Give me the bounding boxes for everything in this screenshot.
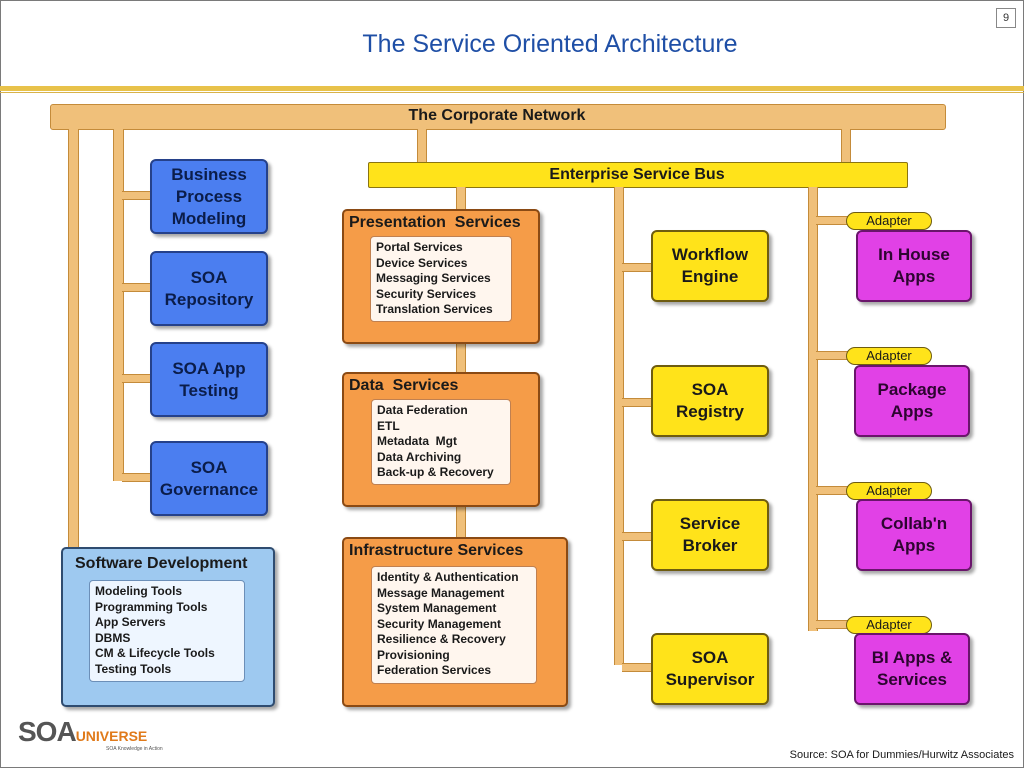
logo-universe-text: UNIVERSE <box>75 728 148 744</box>
infrastructure-item: Resilience & Recovery <box>377 632 506 646</box>
package-apps-label: Package Apps <box>877 380 947 421</box>
soa-repository-label: SOA Repository <box>164 267 254 309</box>
workflow-engine-box: Workflow Engine <box>651 230 769 302</box>
header-rule-thin <box>0 92 1024 93</box>
in-house-apps-box: In House Apps <box>856 230 972 302</box>
branch-testing <box>122 374 152 383</box>
infrastructure-item: System Management <box>377 601 497 615</box>
source-citation: Source: SOA for Dummies/Hurwitz Associat… <box>789 749 1014 761</box>
network-esb-connector-right <box>841 129 851 162</box>
left-trunk-outer <box>68 129 79 549</box>
infrastructure-item: Security Management <box>377 616 502 631</box>
adapter-tag: Adapter <box>846 482 932 500</box>
sw-item: Testing Tools <box>95 661 172 676</box>
data-item: Data Archiving <box>377 449 462 464</box>
business-process-modeling-box: Business Process Modeling <box>150 159 268 234</box>
soa-registry-label: SOA Registry <box>675 380 745 421</box>
infrastructure-item: Federation Services <box>377 663 492 677</box>
infrastructure-services-list: Identity & Authentication Message Manage… <box>371 566 537 684</box>
data-infrastructure-connector <box>456 505 466 537</box>
soa-universe-logo: SOAUNIVERSE SOA Knowledge in Action <box>18 716 163 752</box>
service-broker-box: Service Broker <box>651 499 769 571</box>
data-item: Data Federation <box>377 403 468 417</box>
network-esb-connector-left <box>417 129 427 162</box>
soa-supervisor-box: SOA Supervisor <box>651 633 769 705</box>
presentation-data-connector <box>456 342 466 372</box>
logo-soa-text: SOA <box>18 716 77 747</box>
presentation-item: Messaging Services <box>376 271 491 285</box>
data-item: Back-up & Recovery <box>377 465 494 479</box>
presentation-item: Portal Services <box>376 240 463 254</box>
infrastructure-item: Identity & Authentication <box>377 570 519 584</box>
branch-supervisor <box>622 663 654 672</box>
adapter-tag: Adapter <box>846 616 932 634</box>
sw-item: App Servers <box>95 615 166 629</box>
soa-app-testing-label: SOA App Testing <box>172 358 246 400</box>
soa-governance-label: SOA Governance <box>159 457 259 499</box>
business-process-modeling-label: Business Process Modeling <box>171 164 247 228</box>
soa-registry-box: SOA Registry <box>651 365 769 437</box>
adapter-tag: Adapter <box>846 212 932 230</box>
bi-apps-label: BI Apps & Services <box>871 648 953 689</box>
service-broker-label: Service Broker <box>679 514 741 555</box>
page-number: 9 <box>996 8 1016 28</box>
presentation-item: Device Services <box>376 255 468 270</box>
infrastructure-services-title: Infrastructure Services <box>349 542 524 559</box>
left-trunk-inner <box>113 129 124 481</box>
branch-broker <box>622 532 654 541</box>
esb-presentation-connector <box>456 187 466 209</box>
esb-label: Enterprise Service Bus <box>549 166 725 183</box>
esb-bar <box>368 162 908 188</box>
software-development-box: Software Development Modeling Tools Prog… <box>61 547 275 707</box>
branch-bpm <box>122 191 152 200</box>
branch-adapter-2 <box>816 351 848 360</box>
collab-apps-label: Collab'n Apps <box>880 514 948 555</box>
software-development-title: Software Development <box>75 555 248 572</box>
soa-repository-box: SOA Repository <box>150 251 268 326</box>
software-development-list: Modeling Tools Programming Tools App Ser… <box>89 580 245 682</box>
presentation-item: Security Services <box>376 286 477 301</box>
presentation-services-title: Presentation Services <box>349 214 521 231</box>
soa-governance-box: SOA Governance <box>150 441 268 516</box>
data-services-list: Data Federation ETL Metadata Mgt Data Ar… <box>371 399 511 485</box>
collab-apps-box: Collab'n Apps <box>856 499 972 571</box>
infrastructure-item: Provisioning <box>377 647 450 662</box>
data-services-title: Data Services <box>349 377 459 394</box>
middle-trunk <box>614 187 624 665</box>
soa-supervisor-label: SOA Supervisor <box>665 648 755 689</box>
sw-item: DBMS <box>95 630 131 645</box>
presentation-item: Translation Services <box>376 302 493 316</box>
corporate-network-label: The Corporate Network <box>408 107 586 124</box>
package-apps-box: Package Apps <box>854 365 970 437</box>
branch-adapter-3 <box>816 486 848 495</box>
presentation-services-list: Portal Services Device Services Messagin… <box>370 236 512 322</box>
infrastructure-services-box: Infrastructure Services Identity & Authe… <box>342 537 568 707</box>
bi-apps-box: BI Apps & Services <box>854 633 970 705</box>
header-rule <box>0 86 1024 91</box>
sw-item: Programming Tools <box>95 599 208 614</box>
data-item: Metadata Mgt <box>377 434 458 448</box>
branch-adapter-4 <box>816 620 848 629</box>
branch-workflow <box>622 263 654 272</box>
corporate-network-bar <box>50 104 946 130</box>
presentation-services-box: Presentation Services Portal Services De… <box>342 209 540 344</box>
branch-adapter-1 <box>816 216 848 225</box>
sw-item: CM & Lifecycle Tools <box>95 646 215 660</box>
data-item: ETL <box>377 418 400 433</box>
sw-item: Modeling Tools <box>95 584 183 598</box>
infrastructure-item: Message Management <box>377 585 505 600</box>
adapter-tag: Adapter <box>846 347 932 365</box>
data-services-box: Data Services Data Federation ETL Metada… <box>342 372 540 507</box>
branch-registry <box>622 398 654 407</box>
branch-governance <box>122 473 152 482</box>
workflow-engine-label: Workflow Engine <box>671 245 749 286</box>
slide-title: The Service Oriented Architecture <box>362 30 738 58</box>
logo-tagline: SOA Knowledge in Action <box>106 746 163 752</box>
in-house-apps-label: In House Apps <box>878 245 950 286</box>
branch-repository <box>122 283 152 292</box>
right-trunk <box>808 187 818 631</box>
soa-app-testing-box: SOA App Testing <box>150 342 268 417</box>
